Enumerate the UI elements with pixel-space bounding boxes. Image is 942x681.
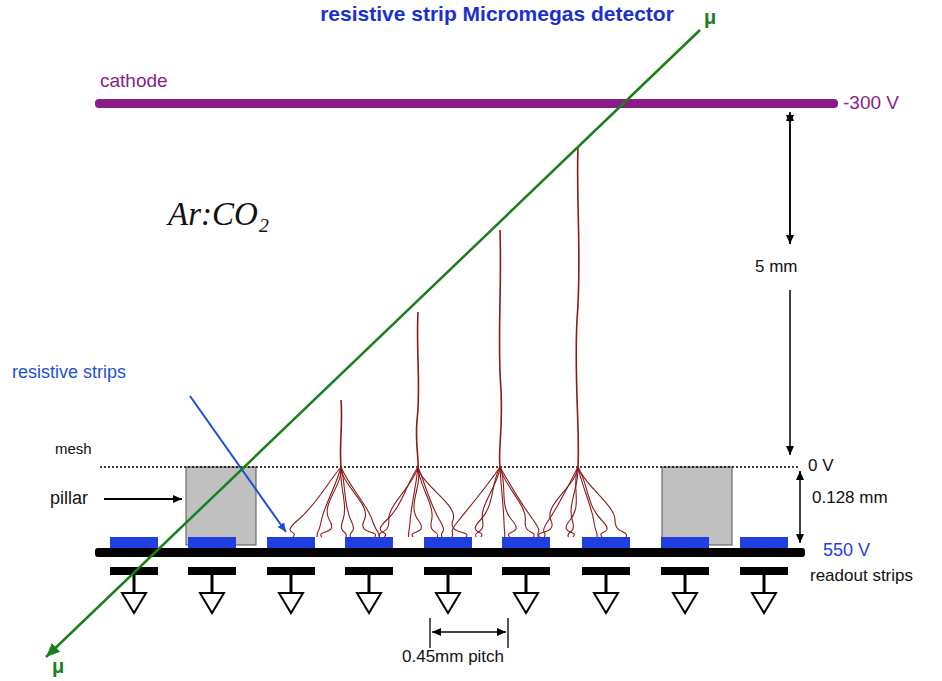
resistive-strip [110, 537, 158, 548]
resistive-strip [188, 537, 236, 548]
avalanche-track [476, 467, 500, 537]
electron-tracks [290, 467, 626, 537]
readout-wire [133, 575, 136, 593]
amplifier-symbol [752, 593, 776, 613]
dimension-arrow [799, 505, 801, 543]
readout-wire [763, 575, 766, 593]
readout-wire [368, 575, 371, 593]
readout-wire [447, 575, 450, 593]
avalanche-track [578, 467, 626, 537]
amplifier-symbol [673, 593, 697, 613]
amplifier-symbol [200, 593, 224, 613]
mesh [100, 466, 800, 467]
dimension-line [429, 618, 430, 648]
resistive-strip [740, 537, 788, 548]
readout-strip [267, 567, 315, 575]
dimension-arrow [469, 631, 506, 632]
readout-strip [740, 567, 788, 575]
avalanche-track [408, 467, 418, 537]
amplifier-symbol [436, 593, 460, 613]
readout-strip [188, 567, 236, 575]
resistive-strip [502, 537, 550, 548]
amplifier-symbol [122, 593, 146, 613]
avalanche-track [578, 467, 607, 537]
avalanche-track [475, 467, 500, 537]
readout-strip [582, 567, 630, 575]
avalanche-track [380, 467, 418, 537]
cathode-label: cathode [100, 70, 168, 92]
callout-label: resistive strips [12, 362, 126, 383]
gas-label: Ar:CO₂ [168, 196, 269, 234]
resistive-strip [267, 537, 315, 548]
readout-wire [684, 575, 687, 593]
voltage-label: 550 V [823, 540, 870, 561]
readout-strip [424, 567, 472, 575]
leader-arrow [104, 498, 182, 500]
avalanche-track [317, 467, 341, 537]
readout-wire [605, 575, 608, 593]
resistive-strip [582, 537, 630, 548]
dimension-line [507, 618, 508, 648]
avalanche-track [500, 467, 534, 537]
avalanche-track [544, 467, 578, 537]
avalanche-track [321, 467, 341, 537]
avalanche-track [578, 467, 597, 537]
muon-symbol: μ [704, 6, 716, 29]
avalanche-track [418, 467, 443, 537]
drift-line [340, 400, 341, 467]
readout-board [95, 548, 805, 557]
avalanche-track [341, 467, 353, 537]
muon-track [46, 30, 700, 657]
readout-strip [661, 567, 709, 575]
avalanche-track [341, 467, 379, 537]
strip-group [110, 537, 788, 613]
drift-line [576, 147, 579, 467]
callout-label: readout strips [810, 566, 913, 586]
avalanche-track [290, 467, 341, 537]
resistive-strip [661, 537, 709, 548]
amplifier-symbol [357, 593, 381, 613]
avalanche-track [566, 467, 578, 537]
cathode-plane [95, 99, 838, 108]
amplifier-symbol [514, 593, 538, 613]
readout-strip [502, 567, 550, 575]
resistive-strip [345, 537, 393, 548]
dimension-arrow [799, 471, 801, 505]
drift-line [416, 312, 418, 467]
readout-wire [525, 575, 528, 593]
dimension-label: 0.45mm pitch [402, 647, 504, 667]
mesh-label: mesh [55, 440, 92, 457]
avalanche-track [379, 467, 418, 537]
title: resistive strip Micromegas detector [320, 2, 674, 26]
pillar [662, 467, 732, 545]
avalanche-track [539, 467, 578, 537]
dimension-arrow [789, 112, 791, 244]
dimension-arrow [432, 631, 469, 632]
voltage-label: -300 V [843, 92, 899, 114]
avalanche-track [500, 467, 516, 537]
avalanche-track [500, 467, 539, 537]
avalanche-track [418, 467, 438, 537]
voltage-label: 0 V [808, 456, 834, 476]
amplifier-symbol [594, 593, 618, 613]
readout-strip [345, 567, 393, 575]
callout-label: pillar [50, 488, 88, 509]
resistive-strip [424, 537, 472, 548]
dimension-arrow [789, 290, 791, 455]
avalanche-track [452, 467, 500, 537]
dimension-label: 5 mm [753, 257, 800, 277]
drift-line [499, 230, 501, 467]
drift-lines [340, 147, 579, 467]
amplifier-symbol [279, 593, 303, 613]
avalanche-track [418, 467, 467, 537]
leader-arrow [190, 396, 286, 532]
dimension-label: 0.128 mm [812, 488, 888, 508]
readout-wire [211, 575, 214, 593]
pillar [186, 467, 256, 545]
muon-symbol: μ [52, 655, 64, 678]
readout-wire [290, 575, 293, 593]
